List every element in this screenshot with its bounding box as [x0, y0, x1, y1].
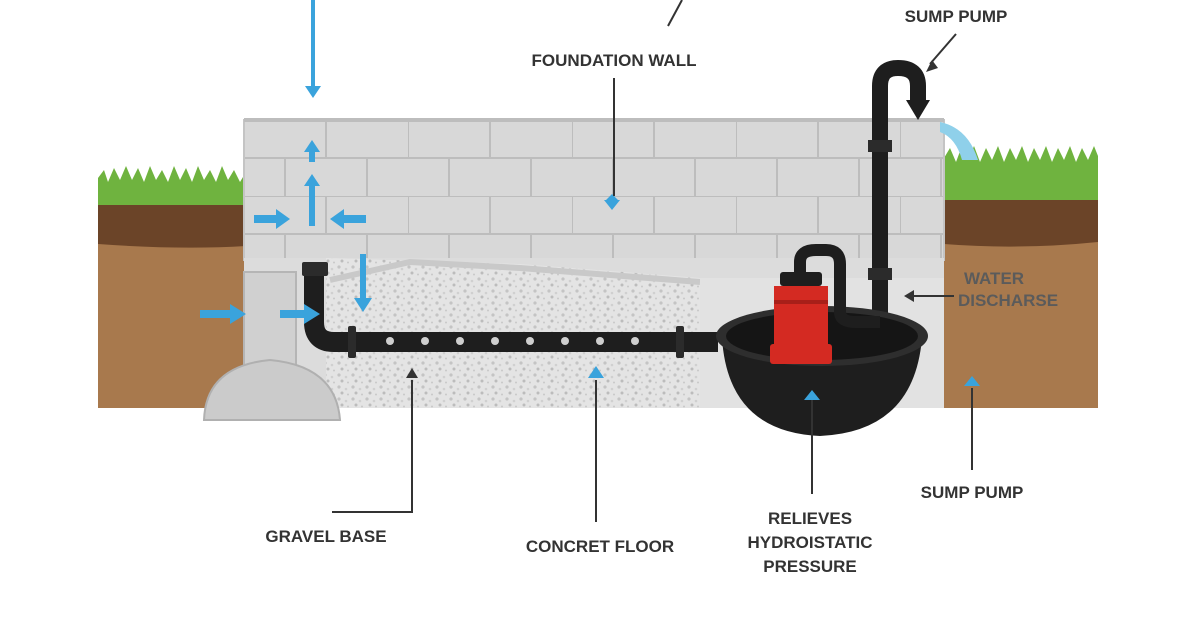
label-foundation-wall: FOUNDATION WALL: [532, 51, 697, 70]
label-water-discharge-line1: WATER: [964, 269, 1024, 288]
water-flow-arrow-icon: [330, 209, 366, 229]
sump-pump: [770, 244, 880, 364]
foundation-wall: [243, 118, 945, 261]
callout-arrow-icon: [926, 60, 938, 72]
label-relieves-line3: PRESSURE: [763, 557, 857, 576]
left-ground: [98, 166, 246, 408]
callout-arrow-heads: [406, 60, 938, 378]
water-flow-arrow-icon: [804, 390, 820, 400]
discharge-pipe: [868, 59, 930, 316]
label-sump-pump-top: SUMP PUMP: [905, 7, 1008, 26]
label-relieves-line1: RELIEVES: [768, 509, 852, 528]
water-flow-arrow-icon: [254, 209, 290, 229]
right-ground: [944, 146, 1098, 408]
water-flow-arrow-icon: [604, 194, 620, 210]
water-flow-arrow-icon: [304, 140, 320, 162]
water-flow-arrow-icon: [280, 304, 320, 324]
water-flow-arrow-icon: [964, 376, 980, 386]
label-concrete-floor: CONCRET FLOOR: [526, 537, 674, 556]
water-flow-arrow-icon: [354, 254, 372, 312]
label-gravel-base: GRAVEL BASE: [265, 527, 386, 546]
label-sump-pump-bottom: SUMP PUMP: [921, 483, 1024, 502]
label-relieves-line2: HYDROISTATIC: [748, 533, 873, 552]
label-water-discharge-line2: DISCHARSE: [958, 291, 1058, 310]
water-flow-arrow-icon: [588, 366, 604, 378]
water-flow-arrow-icon: [305, 0, 321, 98]
callout-arrow-icon: [406, 368, 418, 378]
water-spill: [940, 122, 978, 160]
callout-arrow-icon: [904, 290, 914, 302]
water-flow-arrow-icon: [304, 174, 320, 226]
water-flow-arrow-icon: [200, 304, 246, 324]
callout-lines: [332, 0, 973, 522]
water-flow-arrows: [200, 0, 980, 400]
footing: [202, 271, 342, 421]
drain-pipe: [302, 262, 718, 358]
